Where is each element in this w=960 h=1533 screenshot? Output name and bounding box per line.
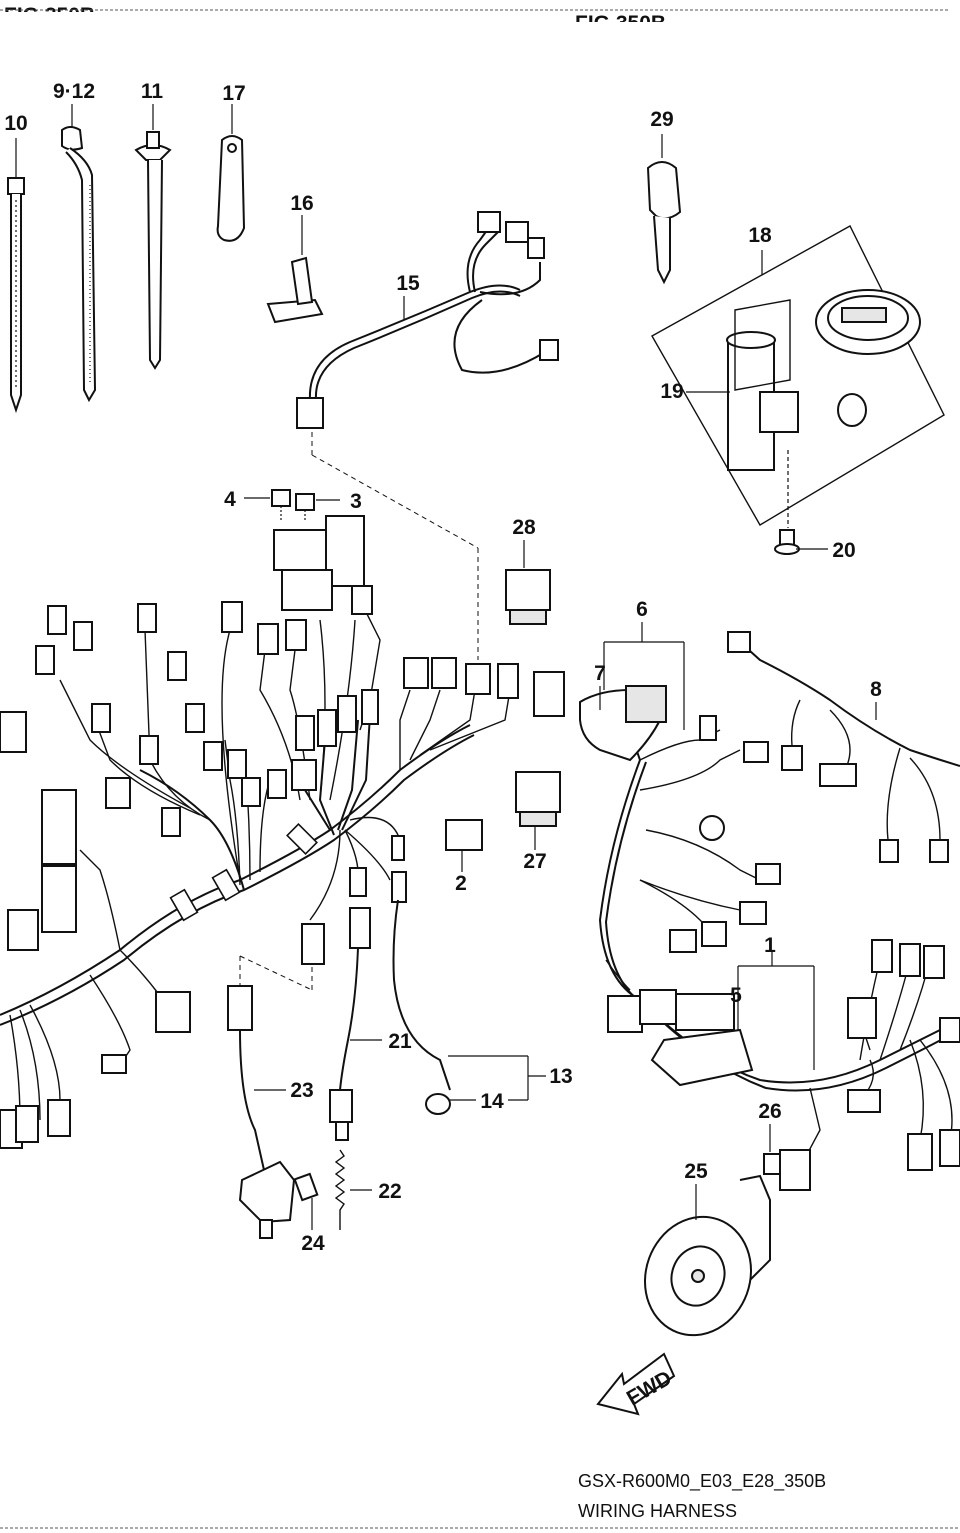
screw-24: [293, 1172, 319, 1230]
model-code: GSX-R600M0_E03_E28_350B: [578, 1471, 826, 1492]
part-label-1: 1: [764, 934, 776, 957]
diagram-title: WIRING HARNESS: [578, 1501, 737, 1521]
switch-21: [329, 947, 382, 1141]
part-label-27: 27: [523, 850, 546, 873]
part-label-4: 4: [224, 488, 236, 511]
part-label-24: 24: [301, 1232, 325, 1255]
part-label-25: 25: [684, 1160, 708, 1183]
part-number-labels: 1 2 3 4 5 6 7 8 9·12 10 11 13 14 15 16 1…: [4, 80, 882, 1255]
spring-22: [334, 1149, 372, 1230]
part-label-10: 10: [4, 112, 27, 135]
bracket-16: [266, 215, 324, 324]
header-fragment-right: FIG.350B: [575, 12, 666, 35]
right-harness: [579, 622, 960, 1191]
part-label-23: 23: [290, 1079, 313, 1102]
part-label-21: 21: [388, 1030, 412, 1053]
sensor-23: [227, 985, 296, 1239]
part-label-22: 22: [378, 1180, 401, 1203]
part-label-7: 7: [594, 662, 606, 685]
part-label-8: 8: [870, 678, 882, 701]
part-label-17: 17: [222, 82, 245, 105]
main-harness-left: [0, 515, 565, 1149]
part-label-13: 13: [549, 1065, 572, 1088]
part-label-3: 3: [350, 490, 362, 513]
part-label-14: 14: [480, 1090, 504, 1113]
relay-2: [445, 819, 483, 872]
ignition-key-29: [646, 134, 682, 285]
part-label-16: 16: [290, 192, 313, 215]
part-label-20: 20: [832, 539, 855, 562]
part-label-18: 18: [748, 224, 772, 247]
part-label-19: 19: [660, 380, 683, 403]
relay-28: [505, 540, 551, 625]
part-label-26: 26: [758, 1100, 781, 1123]
svg-text:FIG.350B: FIG.350B: [575, 12, 666, 35]
header-fragment-left: FIG.350B: [0, 4, 950, 27]
part-label-28: 28: [512, 516, 536, 539]
cable-tie-clamp-9-12: [61, 104, 97, 403]
connection-indicator-23b: [239, 955, 313, 991]
horn-25: [644, 1174, 771, 1337]
part-label-2: 2: [455, 872, 467, 895]
part-label-5: 5: [730, 984, 742, 1007]
relay-27: [515, 771, 561, 850]
sub-harness-15: [296, 211, 559, 429]
fuses-3-4: [244, 489, 340, 520]
bolt-26: [763, 1124, 781, 1175]
forward-direction-arrow: FWD: [596, 1352, 676, 1416]
part-label-11: 11: [141, 80, 164, 103]
part-label-9-12: 9·12: [53, 80, 95, 103]
rubber-strap-17: [216, 104, 246, 242]
ground-lead-13: [392, 899, 546, 1115]
ignition-lock-set-18: [651, 225, 945, 555]
push-mount-tie-11: [134, 104, 172, 370]
part-label-15: 15: [396, 272, 420, 295]
part-label-6: 6: [636, 598, 648, 621]
svg-text:FIG.350B: FIG.350B: [4, 4, 95, 27]
cable-tie-10: [7, 138, 25, 414]
connection-indicator-15b: [311, 454, 479, 549]
part-label-29: 29: [650, 108, 673, 131]
